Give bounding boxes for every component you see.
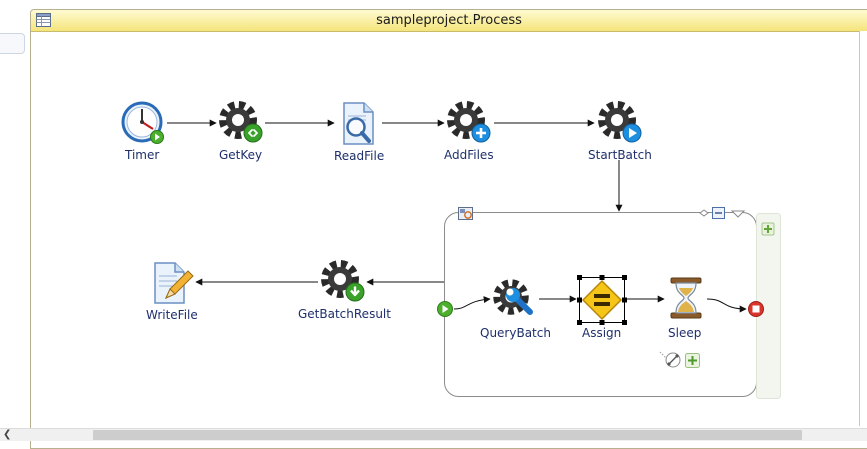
gear-plus-icon xyxy=(447,101,491,143)
sleep-label: Sleep xyxy=(668,326,702,340)
window-title: sampleproject.Process xyxy=(376,13,522,28)
getkey-label: GetKey xyxy=(219,148,263,162)
gear-download-icon xyxy=(321,260,365,302)
hourglass-icon xyxy=(670,277,702,319)
timer-node[interactable] xyxy=(120,100,168,148)
getkey-node[interactable] xyxy=(216,98,266,146)
link-tool-icon[interactable] xyxy=(659,351,681,368)
loop-container-icon xyxy=(458,207,473,220)
document-pencil-icon xyxy=(154,262,194,304)
assign-diamond-icon xyxy=(577,275,627,325)
readfile-label: ReadFile xyxy=(334,149,385,163)
container-menu-icon[interactable] xyxy=(730,210,746,218)
collapse-icon[interactable] xyxy=(712,207,725,219)
assign-label: Assign xyxy=(582,326,622,340)
sleep-node[interactable] xyxy=(666,276,706,324)
writefile-label: WriteFile xyxy=(146,308,198,322)
add-branch-icon[interactable] xyxy=(761,222,775,236)
scroll-left-icon[interactable]: ❮ xyxy=(3,429,12,440)
scrollbar-thumb[interactable] xyxy=(93,430,802,440)
add-step-icon[interactable] xyxy=(685,353,700,368)
assign-node[interactable] xyxy=(575,273,629,327)
gear-wrench-icon xyxy=(493,279,533,315)
querybatch-node[interactable] xyxy=(490,276,540,322)
startbatch-label: StartBatch xyxy=(588,148,652,162)
writefile-node[interactable] xyxy=(150,260,196,306)
querybatch-label: QueryBatch xyxy=(480,326,551,340)
readfile-node[interactable] xyxy=(336,100,382,148)
addfiles-label: AddFiles xyxy=(444,148,494,162)
palette-edge xyxy=(859,31,867,426)
loop-start-icon[interactable] xyxy=(437,301,453,317)
collapsed-side-tab[interactable] xyxy=(0,33,25,54)
gear-play-icon xyxy=(598,101,642,143)
getbatchresult-node[interactable] xyxy=(318,257,368,305)
window-titlebar: sampleproject.Process xyxy=(31,10,867,32)
getbatchresult-label: GetBatchResult xyxy=(298,307,391,321)
gear-code-icon xyxy=(219,101,263,143)
timer-clock-icon xyxy=(121,101,164,144)
table-icon xyxy=(36,13,51,27)
addfiles-node[interactable] xyxy=(444,98,494,146)
document-search-icon xyxy=(343,102,374,145)
startbatch-node[interactable] xyxy=(595,98,645,146)
loop-end-icon[interactable] xyxy=(748,301,764,317)
container-handle-icon[interactable] xyxy=(699,209,709,217)
timer-label: Timer xyxy=(125,148,160,162)
horizontal-scrollbar[interactable]: ❮ xyxy=(0,428,867,441)
